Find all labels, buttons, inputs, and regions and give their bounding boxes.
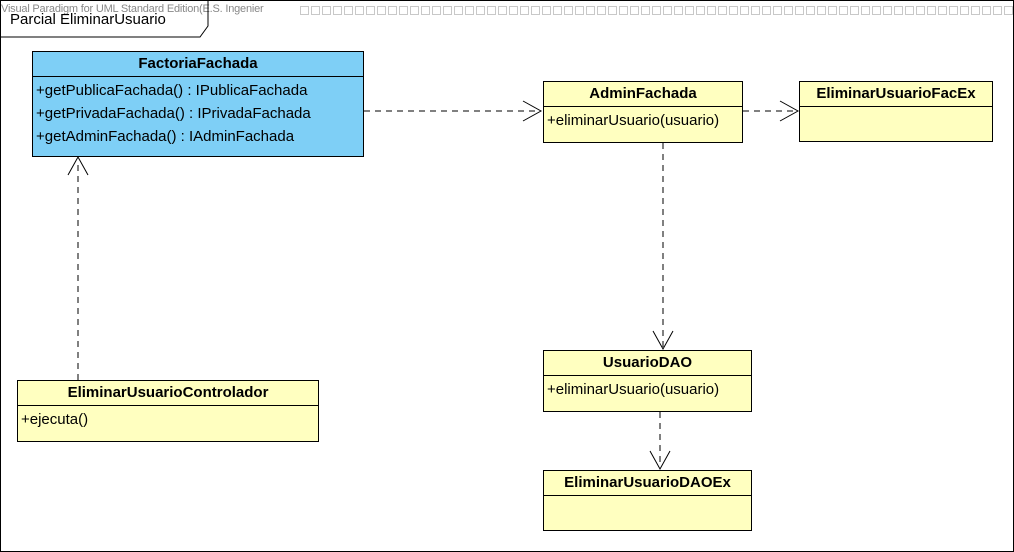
operation: +eliminarUsuario(usuario)	[547, 381, 720, 398]
operations-compartment: +getPublicaFachada() : IPublicaFachada +…	[33, 77, 363, 148]
operations-compartment: +eliminarUsuario(usuario)	[544, 107, 742, 132]
watermark-boxes	[300, 6, 1014, 15]
arrowhead-daoex	[649, 450, 671, 471]
operations-compartment: +ejecuta()	[18, 406, 318, 431]
operation: +getPrivadaFachada() : IPrivadaFachada	[36, 105, 311, 122]
class-admin-fachada[interactable]: AdminFachada +eliminarUsuario(usuario)	[543, 81, 743, 143]
class-name: EliminarUsuarioFacEx	[800, 82, 992, 107]
arrowhead-dao	[652, 330, 674, 351]
watermark-text: Visual Paradigm for UML Standard Edition…	[1, 3, 264, 15]
class-eliminar-usuario-daoex[interactable]: EliminarUsuarioDAOEx	[543, 470, 752, 531]
arrowhead-facex	[779, 100, 800, 122]
class-name: AdminFachada	[544, 82, 742, 107]
operation: +ejecuta()	[21, 411, 89, 428]
class-eliminar-usuario-controlador[interactable]: EliminarUsuarioControlador +ejecuta()	[17, 380, 319, 442]
class-name: FactoriaFachada	[33, 52, 363, 77]
operation: +getAdminFachada() : IAdminFachada	[36, 128, 295, 145]
class-eliminar-usuario-facex[interactable]: EliminarUsuarioFacEx	[799, 81, 993, 142]
frame-title: Parcial EliminarUsuario	[10, 11, 166, 28]
arrowhead-admin	[522, 100, 543, 122]
watermark: Visual Paradigm for UML Standard Edition…	[1, 3, 264, 15]
class-usuario-dao[interactable]: UsuarioDAO +eliminarUsuario(usuario)	[543, 350, 752, 412]
arrowhead-factoria	[67, 155, 89, 176]
operation: +getPublicaFachada() : IPublicaFachada	[36, 82, 308, 99]
class-name: EliminarUsuarioDAOEx	[544, 471, 751, 496]
class-name: UsuarioDAO	[544, 351, 751, 376]
operations-compartment: +eliminarUsuario(usuario)	[544, 376, 751, 401]
operation: +eliminarUsuario(usuario)	[547, 112, 720, 129]
class-name: EliminarUsuarioControlador	[18, 381, 318, 406]
class-factoria-fachada[interactable]: FactoriaFachada +getPublicaFachada() : I…	[32, 51, 364, 157]
frame-tab	[0, 0, 209, 38]
